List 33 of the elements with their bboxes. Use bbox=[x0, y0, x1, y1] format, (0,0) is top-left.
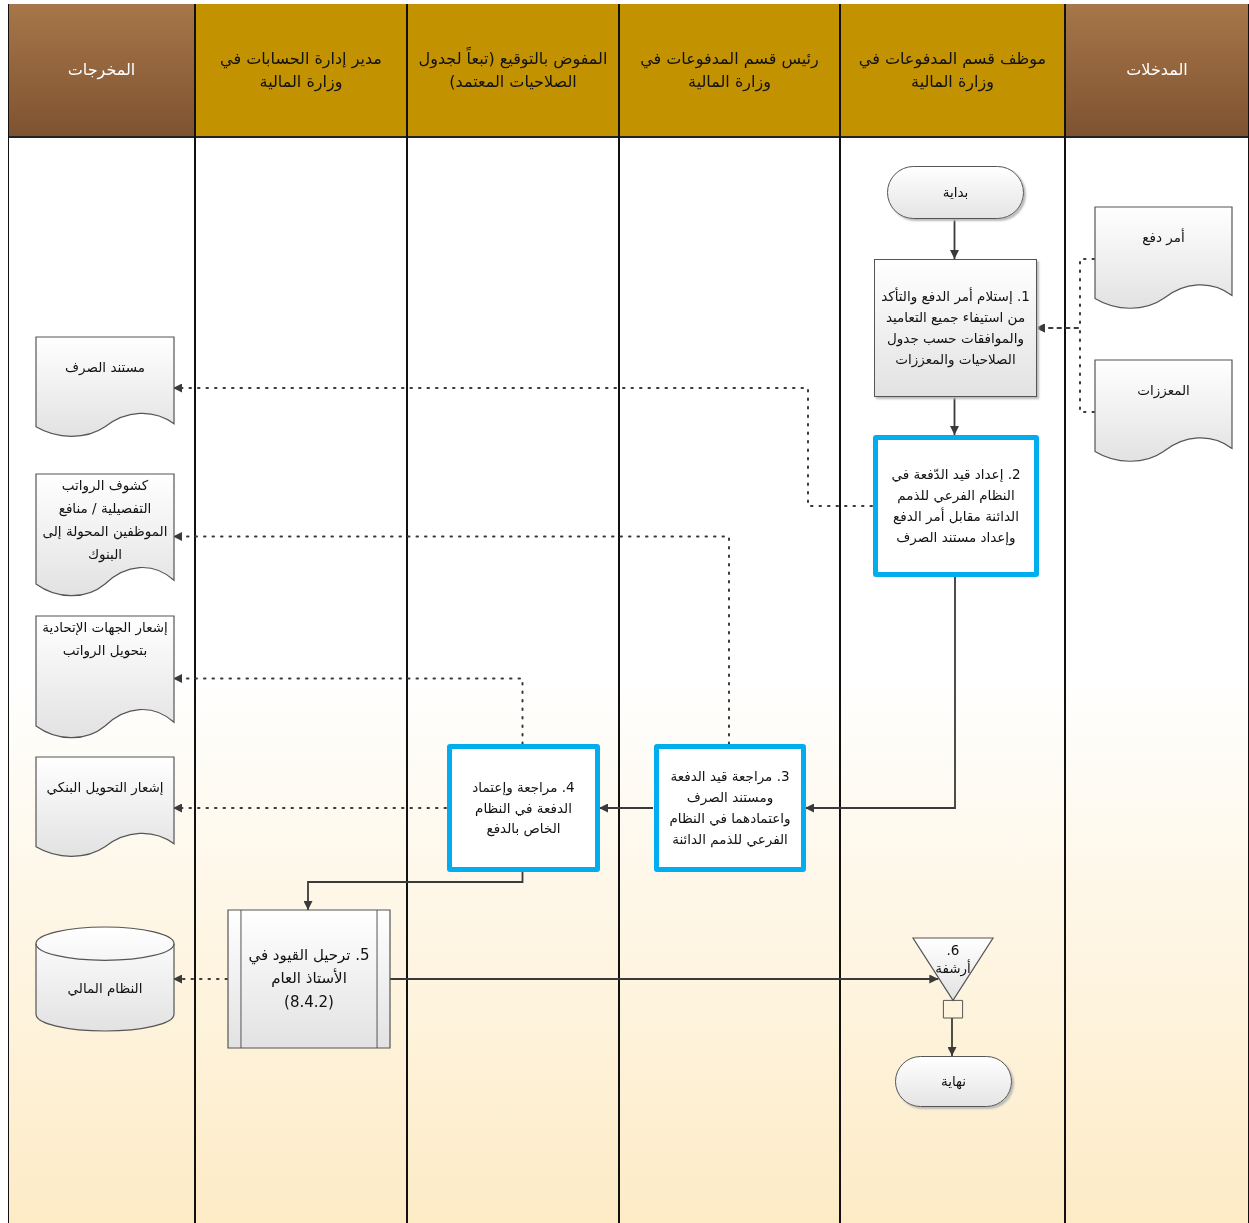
document-shape: المعززات bbox=[1095, 360, 1232, 464]
process-box: 1. إستلام أمر الدفع والتأكد من استيفاء جميع التعاميد والموافقات حسب جدول الصلاحيات والمعززات bbox=[874, 259, 1037, 397]
lane-header: رئيس قسم المدفوعات في وزارة المالية bbox=[620, 4, 839, 138]
process-box: 3. مراجعة قيد الدفعة ومستند الصرف واعتمادهما في النظام الفرعي للذمم الدائنة bbox=[654, 744, 806, 872]
terminator-shape: بداية bbox=[887, 166, 1024, 219]
process-box: 2. إعداد قيد الدّفعة في النظام الفرعي للذمم الدائنة مقابل أمر الدفع وإعداد مستند الصرف bbox=[873, 435, 1039, 577]
dotted-arrow bbox=[1035, 323, 1095, 413]
arrow bbox=[947, 1017, 957, 1057]
arrow bbox=[598, 803, 654, 813]
swimlane bbox=[407, 4, 619, 1223]
document-shape: إشعار التحويل البنكي bbox=[36, 757, 174, 859]
arrow bbox=[950, 396, 959, 436]
lane-header: المفوض بالتوقيع (تبعاً لجدول الصلاحيات المعتمد) bbox=[408, 4, 618, 138]
lane-header: موظف قسم المدفوعات في وزارة المالية bbox=[841, 4, 1064, 138]
swimlane bbox=[1065, 4, 1249, 1223]
arrow bbox=[804, 576, 956, 813]
document-shape: كشوف الرواتب التفصيلية / منافع الموظفين المحولة إلى البنوك bbox=[36, 474, 174, 599]
swimlane bbox=[840, 4, 1065, 1223]
database-cylinder: النظام المالي bbox=[36, 927, 174, 1031]
lane-header: مدير إدارة الحسابات في وزارة المالية bbox=[196, 4, 406, 138]
swimlane bbox=[619, 4, 840, 1223]
arrow bbox=[303, 871, 524, 911]
lane-header: المدخلات bbox=[1066, 4, 1248, 138]
arrow bbox=[950, 218, 959, 260]
terminator-shape: نهاية bbox=[895, 1056, 1012, 1107]
lane-header: المخرجات bbox=[9, 4, 194, 138]
document-shape: مستند الصرف bbox=[36, 337, 174, 439]
document-shape: أمر دفع bbox=[1095, 207, 1232, 311]
document-shape: إشعار الجهات الإتحادية بتحويل الرواتب bbox=[36, 616, 174, 741]
swimlane bbox=[195, 4, 407, 1223]
swimlane bbox=[8, 4, 195, 1223]
predefined-process-box: 5. ترحيل القيود في الأستاذ العام (8.4.2) bbox=[228, 910, 390, 1048]
process-box: 4. مراجعة وإعتماد الدفعة في النظام الخاص بالدفع bbox=[447, 744, 600, 872]
